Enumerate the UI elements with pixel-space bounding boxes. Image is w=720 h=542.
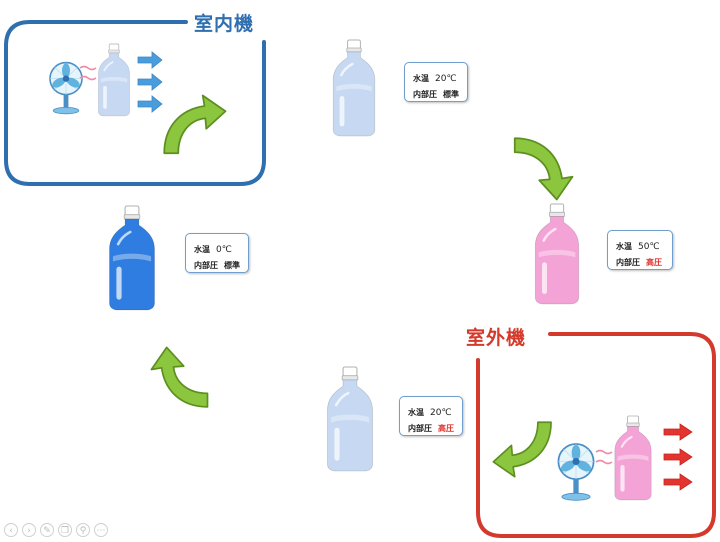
- water-temp-value: 50℃: [638, 242, 660, 252]
- indoor-fan-icon: [49, 61, 83, 115]
- info-box-bottom: 水温 20℃ 内部圧高圧: [399, 396, 463, 436]
- bottle-bottom-icon: [325, 365, 375, 473]
- bottle-top-icon: [331, 38, 377, 138]
- pressure-value: 高圧: [438, 424, 454, 433]
- info-box-left: 水温 0℃ 内部圧標準: [185, 233, 249, 273]
- pressure-label: 内部圧: [408, 424, 432, 433]
- outdoor-unit-label: 室外機: [462, 327, 531, 349]
- outdoor-bottle-icon: [613, 414, 653, 502]
- info-box-top: 水温 20℃ 内部圧標準: [404, 62, 468, 102]
- water-temp-label: 水温: [408, 408, 424, 417]
- water-temp-label: 水温: [194, 245, 210, 254]
- pressure-label: 内部圧: [413, 90, 437, 99]
- fan-airflow-icon: [79, 65, 97, 81]
- water-temp-value: 0℃: [216, 245, 232, 255]
- water-temp-value: 20℃: [435, 74, 457, 84]
- next-icon[interactable]: ›: [22, 523, 36, 537]
- outdoor-fan-icon: [557, 443, 595, 502]
- zoom-icon[interactable]: ⚲: [76, 523, 90, 537]
- pressure-label: 内部圧: [616, 258, 640, 267]
- outdoor-airflow-icon: [595, 449, 613, 465]
- bottle-left-icon: [107, 204, 157, 312]
- cycle-arrow-bottom-left-icon: [150, 346, 209, 408]
- indoor-bottle-icon: [97, 43, 131, 117]
- pressure-value: 標準: [443, 90, 459, 99]
- pressure-value: 標準: [224, 261, 240, 270]
- cycle-arrow-top-right-icon: [513, 137, 574, 201]
- pen-icon[interactable]: ✎: [40, 523, 54, 537]
- water-temp-value: 20℃: [430, 408, 452, 418]
- outdoor-unit-frame: [476, 332, 716, 538]
- water-temp-label: 水温: [616, 242, 632, 251]
- slideshow-toolbar: ‹ › ✎ ❐ ⚲ ⋯: [4, 523, 108, 537]
- info-box-right: 水温 50℃ 内部圧高圧: [607, 230, 673, 270]
- previous-icon[interactable]: ‹: [4, 523, 18, 537]
- water-temp-label: 水温: [413, 74, 429, 83]
- bottle-right-icon: [533, 202, 581, 306]
- more-icon[interactable]: ⋯: [94, 523, 108, 537]
- cycle-arrow-top-left-icon: [163, 94, 227, 155]
- cycle-arrow-bottom-right-icon: [492, 421, 552, 478]
- copy-icon[interactable]: ❐: [58, 523, 72, 537]
- hot-air-arrows-icon: [663, 423, 693, 491]
- pressure-value: 高圧: [646, 258, 662, 267]
- pressure-label: 内部圧: [194, 261, 218, 270]
- indoor-unit-label: 室内機: [190, 13, 259, 35]
- cool-air-arrows-icon: [137, 51, 163, 113]
- indoor-unit-frame: [4, 20, 266, 186]
